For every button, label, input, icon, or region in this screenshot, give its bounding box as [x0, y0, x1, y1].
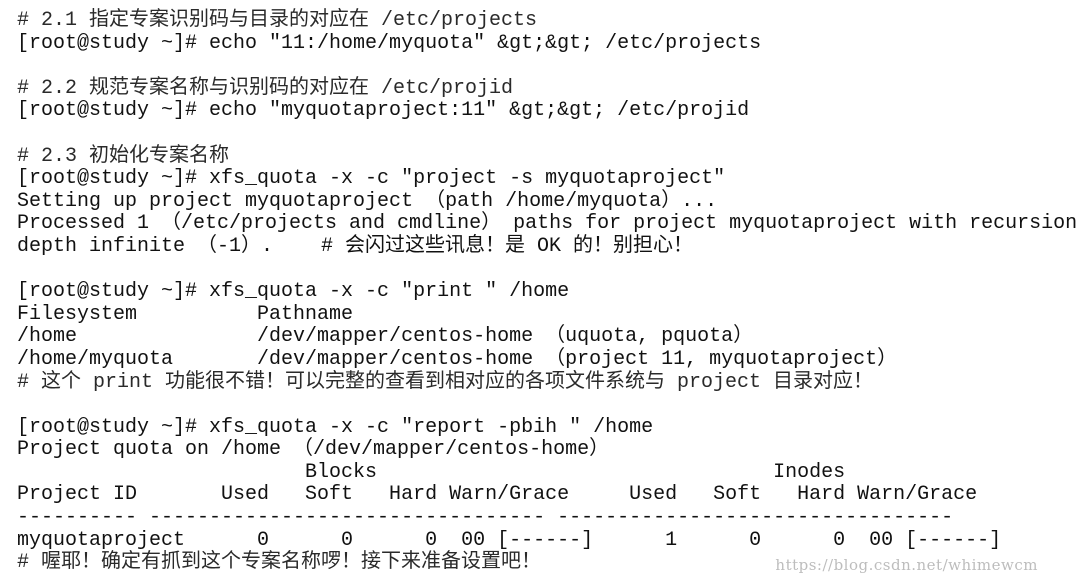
command-line: [root@study ~]# xfs_quota -x -c "print "…: [17, 280, 570, 304]
terminal-output: # 2.1 指定专案识别码与目录的对应在 /etc/projects [root…: [17, 9, 1077, 575]
command-line: [root@study ~]# echo "myquotaproject:11"…: [17, 99, 750, 123]
report-header-line: Blocks Inodes: [17, 460, 846, 484]
comment-line: # 这个 print 功能很不错！可以完整的查看到相对应的各项文件系统与 pro…: [17, 370, 874, 394]
report-header-line: Project ID Used Soft Hard Warn/Grace Use…: [17, 483, 978, 507]
comment-line: # 2.3 初始化专案名称: [17, 144, 230, 168]
comment-line: # 2.2 规范专案名称与识别码的对应在 /etc/projid: [17, 76, 514, 100]
report-row-line: myquotaproject 0 0 0 00 [------] 1 0 0 0…: [17, 528, 1002, 552]
output-line: Project quota on /home （/dev/mapper/cent…: [17, 438, 610, 462]
report-divider-line: ---------- -----------------------------…: [17, 506, 954, 530]
command-line: [root@study ~]# xfs_quota -x -c "report …: [17, 415, 654, 439]
comment-line: # 喔耶！确定有抓到这个专案名称啰！接下来准备设置吧！: [17, 551, 542, 575]
output-line: Processed 1 （/etc/projects and cmdline） …: [17, 212, 1077, 236]
output-line: Setting up project myquotaproject （path …: [17, 189, 718, 213]
blank-line: [17, 55, 1077, 78]
command-line: [root@study ~]# echo "11:/home/myquota" …: [17, 31, 762, 55]
output-line: depth infinite （-1）. # 会闪过这些讯息！是 OK 的！别担…: [17, 234, 694, 258]
command-line: [root@study ~]# xfs_quota -x -c "project…: [17, 167, 726, 191]
output-line: /home/myquota /dev/mapper/centos-home （p…: [17, 347, 898, 371]
blank-line: [17, 259, 1077, 282]
output-line: /home /dev/mapper/centos-home （uquota, p…: [17, 325, 754, 349]
comment-line: # 2.1 指定专案识别码与目录的对应在 /etc/projects: [17, 9, 538, 32]
blank-line: [17, 394, 1077, 417]
output-line: Filesystem Pathname: [17, 302, 354, 326]
blank-line: [17, 123, 1077, 146]
watermark: https://blog.csdn.net/whimewcm: [775, 556, 1038, 574]
